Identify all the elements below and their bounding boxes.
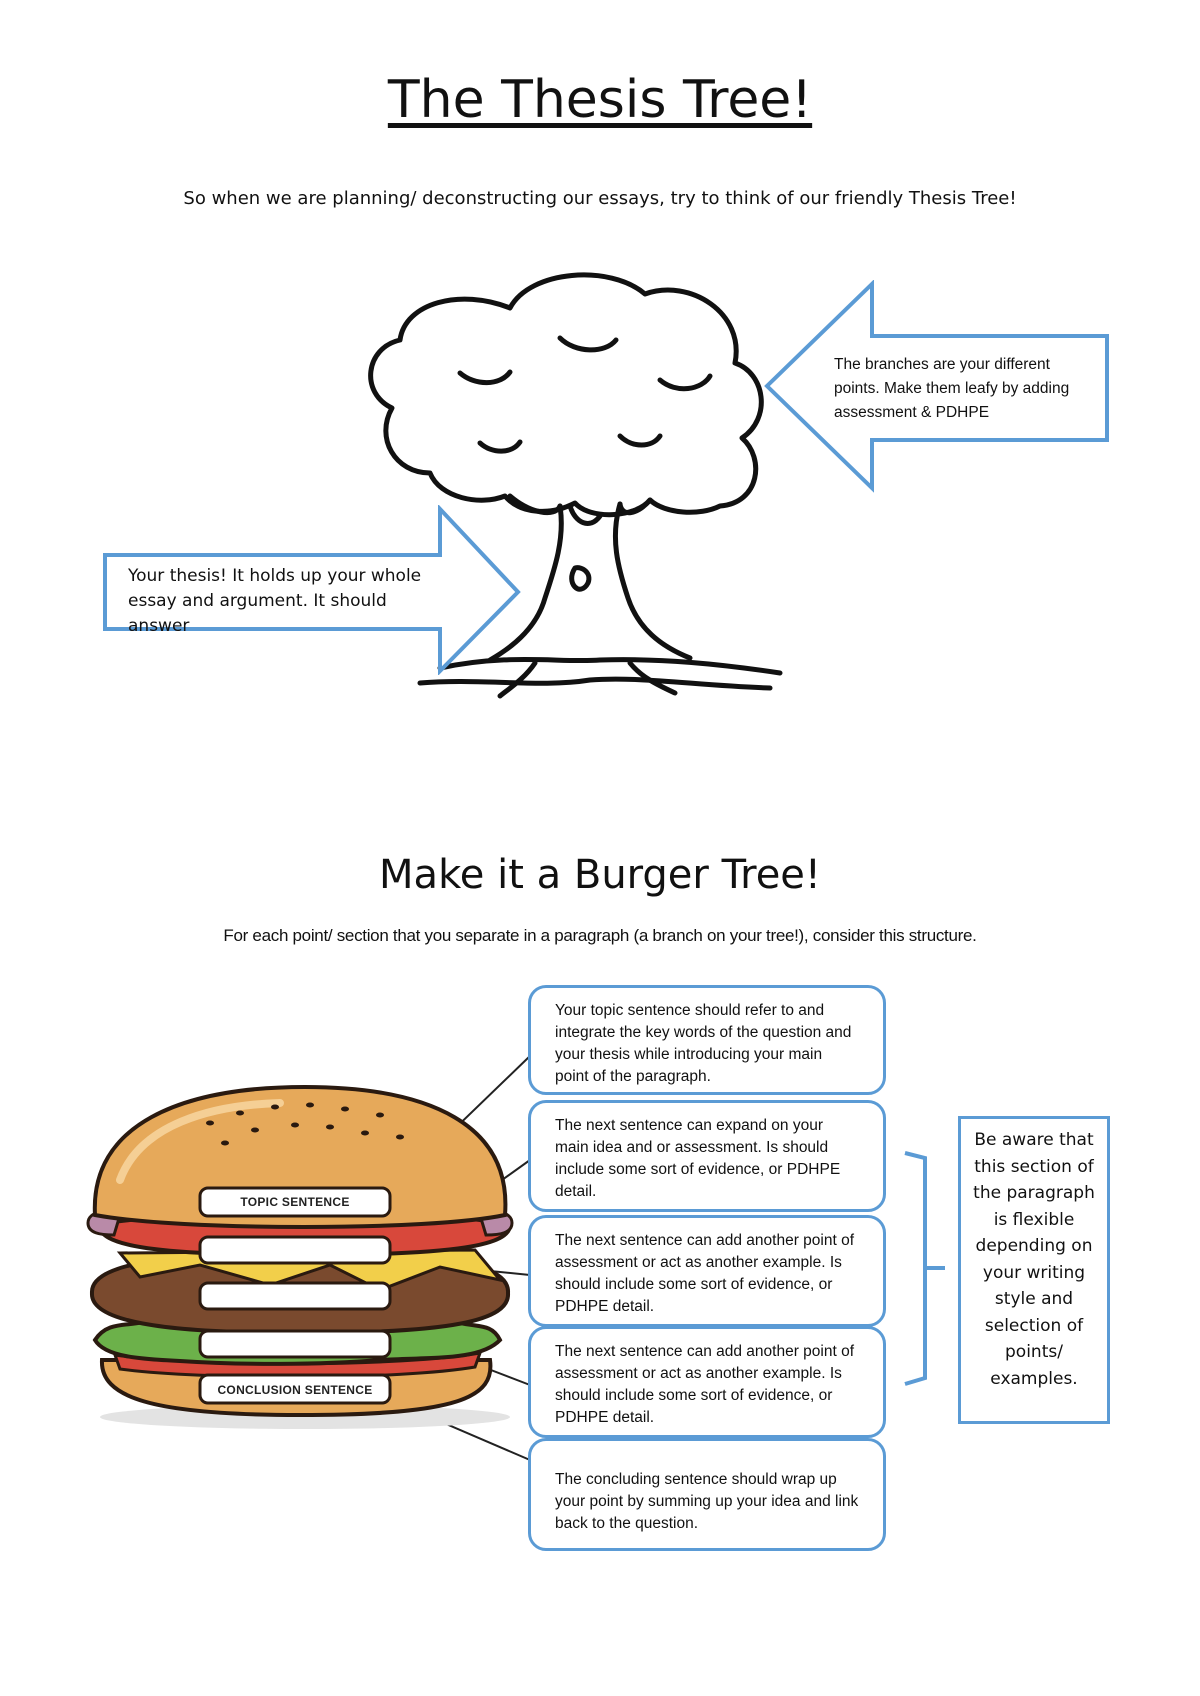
assessment-sentence-box-1-text: The next sentence can add another point … (555, 1232, 855, 1315)
left-arrow-shape (764, 280, 1109, 493)
right-arrow-shape (103, 505, 521, 675)
flexible-section-note: Be aware that this section of the paragr… (958, 1116, 1110, 1424)
assessment-sentence-box-2-text: The next sentence can add another point … (555, 1343, 855, 1426)
topic-sentence-box-text: Your topic sentence should refer to and … (555, 1002, 852, 1085)
assessment-sentence-box-1: The next sentence can add another point … (528, 1215, 886, 1327)
section-intro: For each point/ section that you separat… (223, 926, 977, 945)
thesis-callout-text: Your thesis! It holds up your whole essa… (128, 566, 422, 636)
concluding-sentence-box-text: The concluding sentence should wrap up y… (555, 1471, 859, 1532)
tree-illustration (368, 272, 783, 699)
topic-sentence-box: Your topic sentence should refer to and … (528, 985, 886, 1095)
section-title: Make it a Burger Tree! (379, 852, 821, 898)
expand-sentence-box-text: The next sentence can expand on your mai… (555, 1117, 841, 1200)
concluding-sentence-box: The concluding sentence should wrap up y… (528, 1438, 886, 1551)
expand-sentence-box: The next sentence can expand on your mai… (528, 1100, 886, 1212)
branches-callout-text: The branches are your different points. … (834, 356, 1070, 421)
burger-label-conclusion: CONCLUSION SENTENCE (217, 1383, 373, 1397)
burger-label-topic: TOPIC SENTENCE (240, 1195, 350, 1209)
assessment-sentence-box-2: The next sentence can add another point … (528, 1326, 886, 1438)
page-title: The Thesis Tree! (387, 70, 813, 130)
burger-illustration (86, 1085, 514, 1429)
intro-text: So when we are planning/ deconstructing … (183, 188, 1017, 209)
